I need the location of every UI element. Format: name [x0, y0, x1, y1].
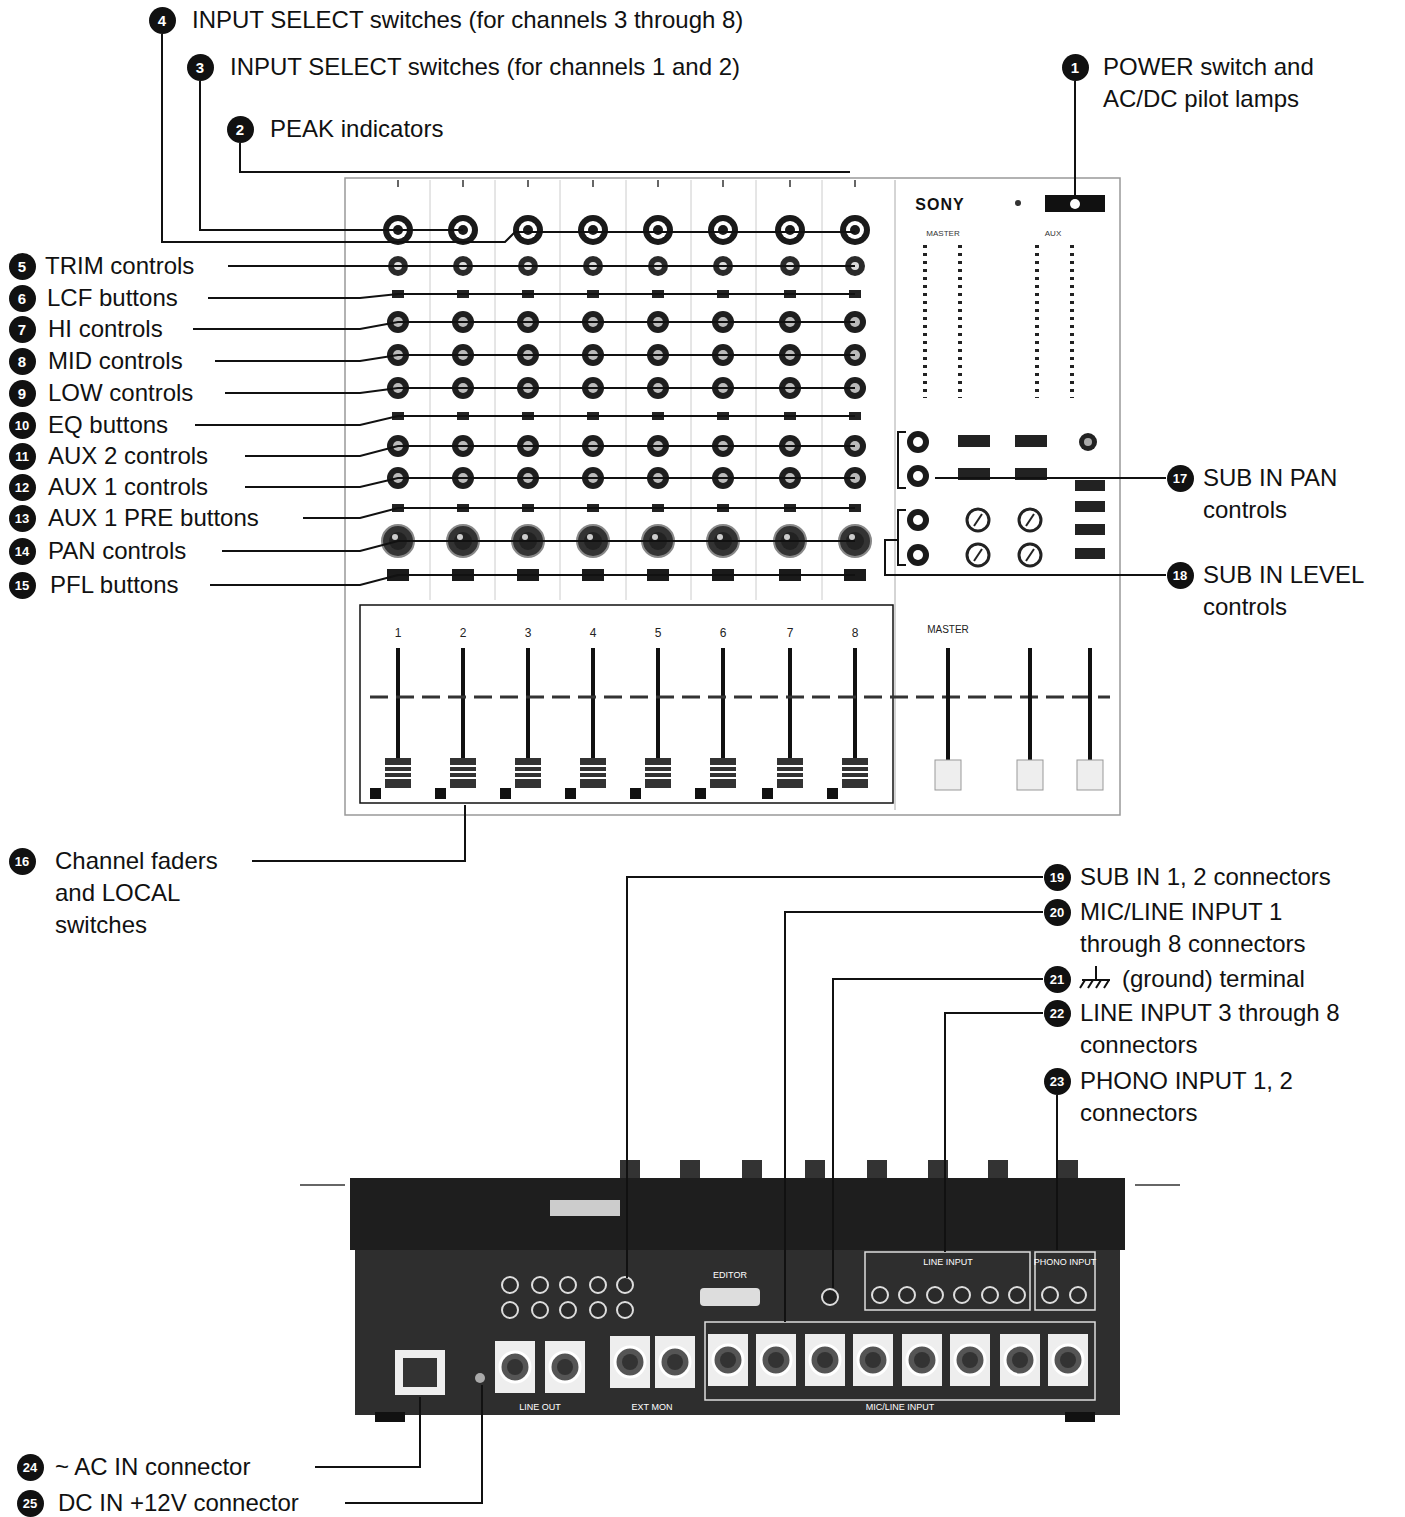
- callout-label: TRIM controls: [45, 250, 194, 282]
- callout-number: 4: [149, 7, 176, 34]
- panel-lettering: SONY: [915, 197, 964, 213]
- callout-number: 10: [9, 412, 36, 439]
- callout-number: 12: [9, 474, 36, 501]
- callout-label: AUX 1 PRE buttons: [48, 502, 259, 534]
- panel-lettering: AUX: [1045, 230, 1061, 238]
- callout-number: 19: [1044, 864, 1071, 891]
- callout-number: 11: [9, 443, 36, 470]
- callout-number: 17: [1167, 465, 1194, 492]
- editor-port: [700, 1288, 760, 1306]
- callout-number: 22: [1044, 1000, 1071, 1027]
- panel-lettering: 6: [720, 627, 727, 639]
- callout-label: AUX 2 controls: [48, 440, 208, 472]
- front-panel: [345, 178, 1120, 815]
- callout-label: (ground) terminal: [1122, 963, 1305, 995]
- callout-label: PAN controls: [48, 535, 186, 567]
- callout-number: 7: [9, 316, 36, 343]
- callout-number: 1: [1062, 54, 1089, 81]
- callout-label: MIC/LINE INPUT 1 through 8 connectors: [1080, 896, 1360, 960]
- callout-label: INPUT SELECT switches (for channels 3 th…: [192, 4, 743, 36]
- callout-number: 25: [17, 1490, 44, 1517]
- panel-lettering: MASTER: [927, 625, 969, 635]
- rear-panel: [300, 1160, 1180, 1422]
- callout-number: 21: [1044, 966, 1071, 993]
- callout-label: LCF buttons: [47, 282, 178, 314]
- callout-label: LOW controls: [48, 377, 193, 409]
- callout-number: 5: [9, 253, 36, 280]
- callout-number: 18: [1167, 562, 1194, 589]
- callout-number: 24: [17, 1454, 44, 1481]
- panel-lettering: 7: [787, 627, 794, 639]
- ground-terminal: [822, 1289, 838, 1305]
- callout-number: 15: [9, 572, 36, 599]
- callout-label: HI controls: [48, 313, 163, 345]
- leader-lines: [162, 34, 1166, 1503]
- panel-lettering: EDITOR: [713, 1271, 747, 1280]
- callout-number: 6: [9, 285, 36, 312]
- callout-number: 23: [1044, 1068, 1071, 1095]
- callout-number: 20: [1044, 899, 1071, 926]
- callout-number: 14: [9, 538, 36, 565]
- callout-number: 3: [187, 54, 214, 81]
- callout-label: EQ buttons: [48, 409, 168, 441]
- callout-number: 8: [9, 348, 36, 375]
- panel-lettering: PHONO INPUT: [1034, 1258, 1097, 1267]
- panel-lettering: 2: [460, 627, 467, 639]
- callout-number: 16: [9, 848, 36, 875]
- callout-number: 2: [227, 116, 254, 143]
- ground-symbol: [1080, 966, 1110, 988]
- panel-lettering: 8: [852, 627, 859, 639]
- panel-lettering: 5: [655, 627, 662, 639]
- panel-lettering: EXT MON: [632, 1403, 673, 1412]
- callout-label: INPUT SELECT switches (for channels 1 an…: [230, 51, 740, 83]
- panel-lettering: LINE INPUT: [923, 1258, 973, 1267]
- panel-lettering: MIC/LINE INPUT: [866, 1403, 935, 1412]
- callout-label: SUB IN LEVEL controls: [1203, 559, 1398, 623]
- callout-label: Channel faders and LOCAL switches: [55, 845, 250, 941]
- callout-label: PFL buttons: [50, 569, 179, 601]
- callout-number: 13: [9, 505, 36, 532]
- callout-label: PEAK indicators: [270, 113, 443, 145]
- callout-label: SUB IN PAN controls: [1203, 462, 1393, 526]
- callout-number: 9: [9, 380, 36, 407]
- panel-lettering: 1: [395, 627, 402, 639]
- dc-in-socket: [475, 1373, 485, 1383]
- callout-label: AUX 1 controls: [48, 471, 208, 503]
- callout-label: DC IN +12V connector: [58, 1487, 299, 1517]
- sub-in-section: [907, 431, 1105, 566]
- master-faders: [935, 648, 1103, 790]
- callout-label: POWER switch and AC/DC pilot lamps: [1103, 51, 1348, 115]
- panel-lettering: MASTER: [926, 230, 959, 238]
- panel-lettering: LINE OUT: [519, 1403, 561, 1412]
- ac-in-socket: [395, 1350, 445, 1395]
- callout-label: PHONO INPUT 1, 2 connectors: [1080, 1065, 1335, 1129]
- panel-lettering: 3: [525, 627, 532, 639]
- callout-label: ~ AC IN connector: [55, 1451, 250, 1483]
- callout-label: SUB IN 1, 2 connectors: [1080, 861, 1331, 893]
- callout-label: LINE INPUT 3 through 8 connectors: [1080, 997, 1370, 1061]
- callout-label: MID controls: [48, 345, 183, 377]
- panel-lettering: 4: [590, 627, 597, 639]
- level-meters: [925, 245, 1072, 398]
